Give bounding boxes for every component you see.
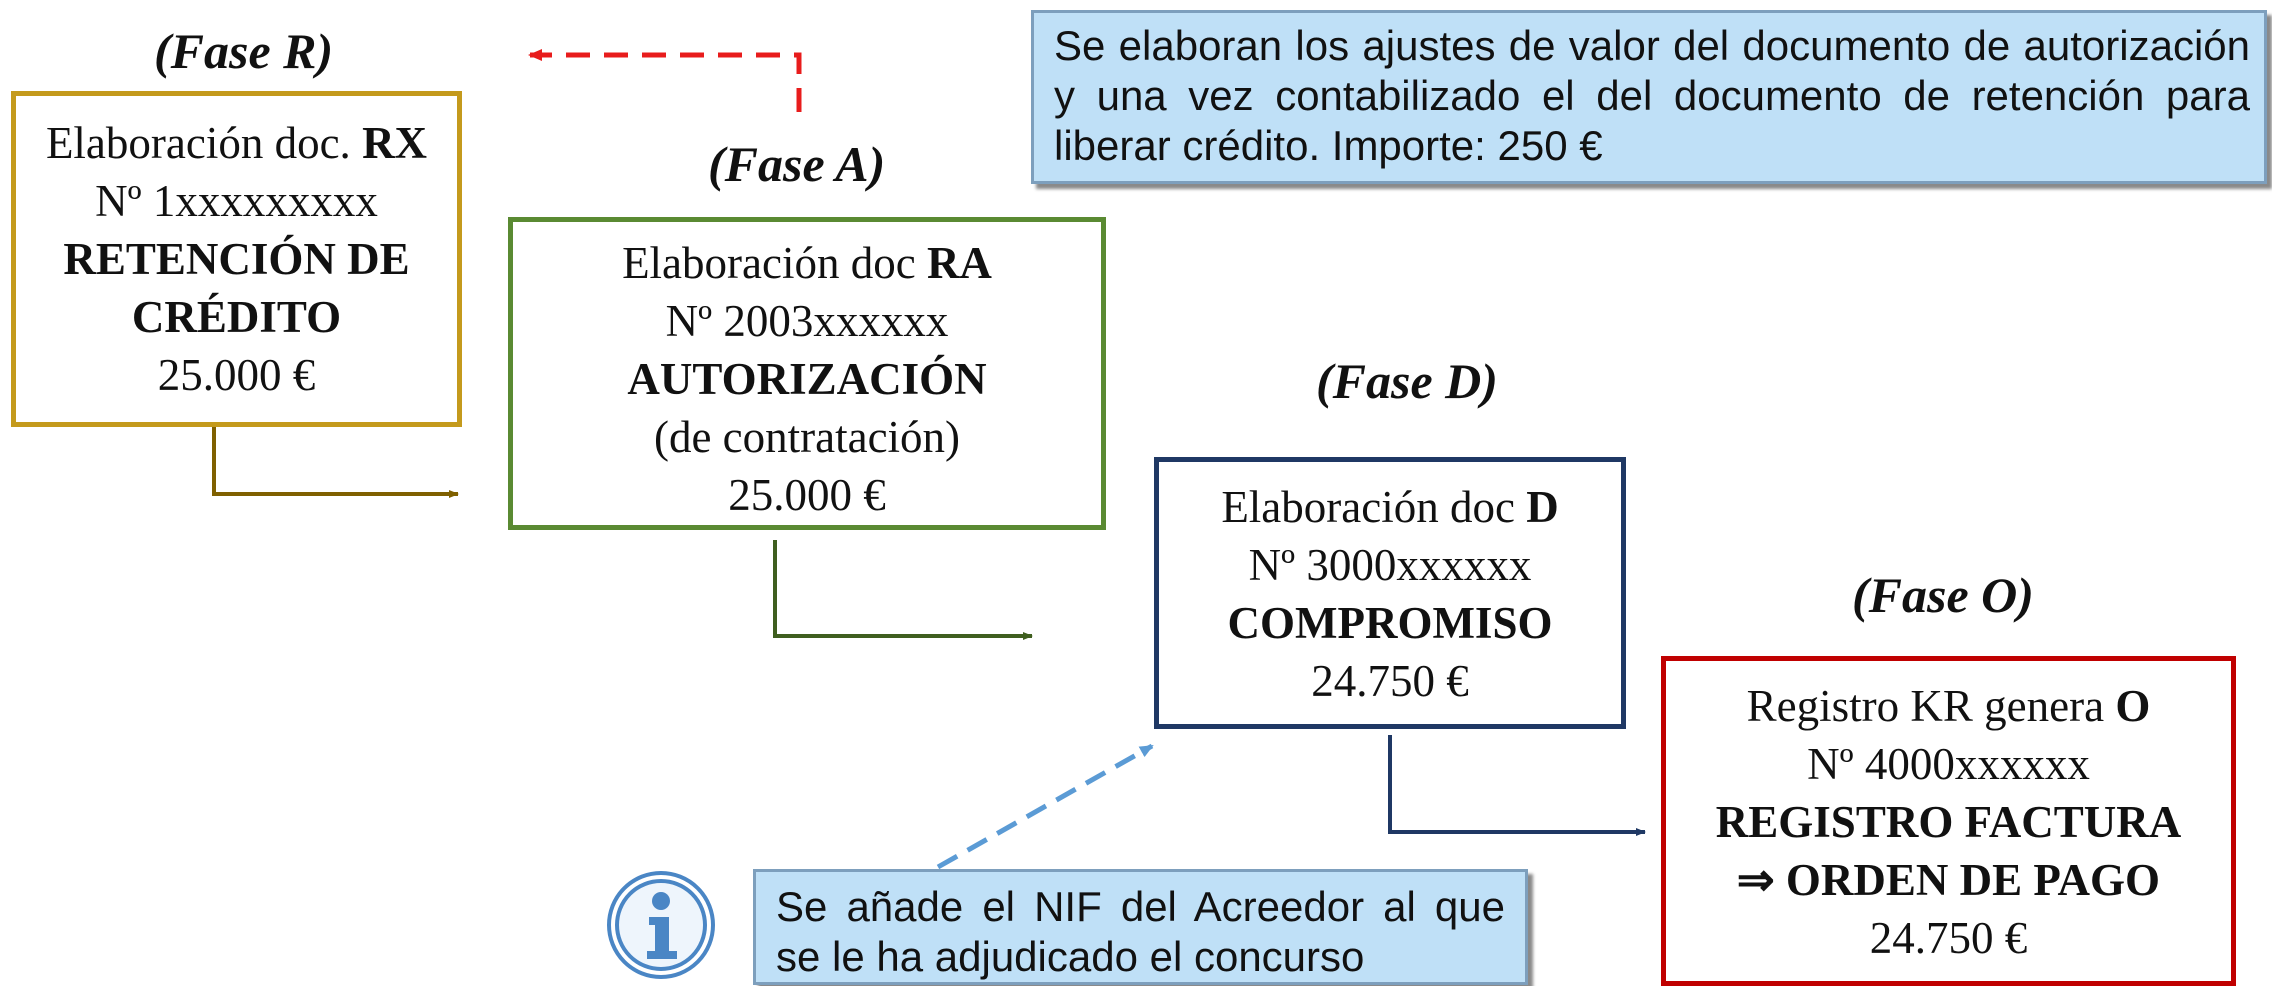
note-adjustments: Se elaboran los ajustes de valor del doc… [1031, 10, 2267, 184]
box-rx-title: Elaboración doc. RX [16, 114, 457, 172]
box-rx-title-prefix: Elaboración doc. [45, 118, 363, 168]
box-autorizacion: Elaboración doc RA Nº 2003xxxxxx AUTORIZ… [508, 217, 1106, 530]
box-orden-pago: Registro KR genera O Nº 4000xxxxxx REGIS… [1661, 656, 2236, 986]
box-ra-doc-code: RA [926, 238, 992, 288]
note-adjustments-text: Se elaboran los ajustes de valor del doc… [1054, 22, 2250, 169]
box-d-name: COMPROMISO [1227, 598, 1553, 648]
box-o-amount: 24.750 € [1869, 913, 2028, 963]
box-d-title-prefix: Elaboración doc [1221, 482, 1527, 532]
box-retencion-credito: Elaboración doc. RX Nº 1xxxxxxxxx RETENC… [11, 91, 462, 427]
dashed-arrow-note-to-d [936, 743, 1154, 870]
phase-a-label: (Fase A) [708, 136, 886, 192]
dashed-arrow-adjustment [528, 49, 802, 112]
box-d-amount: 24.750 € [1311, 656, 1469, 706]
box-d-number: Nº 3000xxxxxx [1248, 540, 1532, 590]
box-o-name: REGISTRO FACTURA [1715, 797, 2182, 847]
box-ra-subtitle: (de contratación) [653, 412, 961, 462]
box-ra-amount: 25.000 € [728, 470, 886, 520]
box-ra-number: Nº 2003xxxxxx [665, 296, 949, 346]
phase-d-label: (Fase D) [1316, 353, 1498, 409]
arrow-d-to-o [1388, 735, 1646, 836]
box-rx-doc-code: RX [362, 118, 428, 168]
note-nif-text: Se añade el NIF del Acreedor al que se l… [776, 883, 1505, 980]
box-ra-title: Elaboración doc RA [513, 234, 1101, 292]
box-ra-title-prefix: Elaboración doc [622, 238, 927, 288]
phase-o-label: (Fase O) [1852, 567, 2034, 623]
arrow-r-to-a [212, 427, 459, 498]
box-o-doc-code: O [2115, 681, 2151, 731]
box-ra-name: AUTORIZACIÓN [627, 354, 987, 404]
phase-r-label: (Fase R) [154, 23, 334, 79]
box-o-number: Nº 4000xxxxxx [1807, 739, 2090, 789]
box-rx-number: Nº 1xxxxxxxxx [95, 176, 378, 226]
box-d-title: Elaboración doc D [1159, 478, 1621, 536]
arrow-a-to-d [773, 540, 1033, 640]
box-d-doc-code: D [1526, 482, 1559, 532]
note-nif: Se añade el NIF del Acreedor al que se l… [753, 869, 1528, 985]
box-rx-amount: 25.000 € [157, 350, 316, 400]
box-o-name-line2: ⇒ ORDEN DE PAGO [1736, 855, 2161, 905]
box-rx-name-line1: RETENCIÓN DE [63, 234, 410, 284]
box-compromiso: Elaboración doc D Nº 3000xxxxxx COMPROMI… [1154, 457, 1626, 729]
box-rx-name-line2: CRÉDITO [131, 292, 342, 342]
box-o-title: Registro KR genera O [1666, 677, 2231, 735]
info-icon [607, 871, 715, 979]
box-o-title-prefix: Registro KR genera [1746, 681, 2116, 731]
